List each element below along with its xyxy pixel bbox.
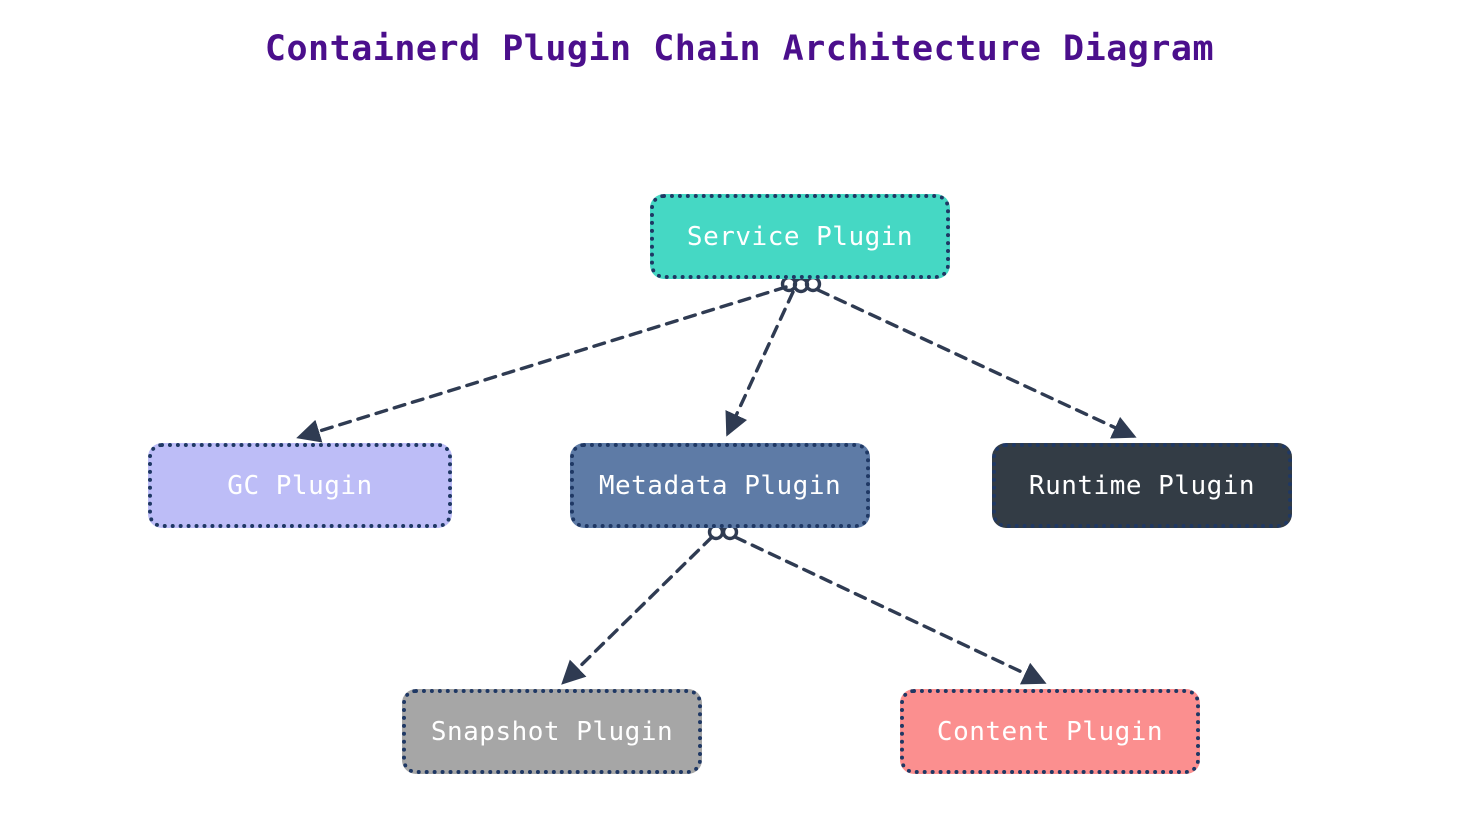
service-connector-ring-2 (792, 276, 810, 294)
node-label-service-plugin: Service Plugin (686, 221, 914, 252)
edge-service-to-metadata (725, 290, 795, 437)
node-label-snapshot-plugin: Snapshot Plugin (430, 716, 674, 747)
node-metadata-plugin[interactable]: Metadata Plugin (570, 443, 870, 528)
node-label-metadata-plugin: Metadata Plugin (598, 470, 842, 501)
edge-service-to-gc (296, 285, 788, 443)
node-label-gc-plugin: GC Plugin (227, 470, 373, 501)
node-label-runtime-plugin: Runtime Plugin (1028, 470, 1256, 501)
node-content-plugin[interactable]: Content Plugin (900, 689, 1200, 774)
node-label-content-plugin: Content Plugin (936, 716, 1164, 747)
node-runtime-plugin[interactable]: Runtime Plugin (992, 443, 1292, 528)
edge-metadata-to-snapshot (561, 535, 714, 685)
service-connector-ring-3 (804, 275, 822, 293)
service-connector-ring-1 (780, 275, 798, 293)
node-snapshot-plugin[interactable]: Snapshot Plugin (402, 689, 702, 774)
edge-service-to-runtime (816, 288, 1137, 439)
edge-metadata-to-content (733, 535, 1047, 685)
node-gc-plugin[interactable]: GC Plugin (148, 443, 452, 528)
page-title: Containerd Plugin Chain Architecture Dia… (264, 29, 1215, 69)
node-service-plugin[interactable]: Service Plugin (650, 194, 950, 279)
